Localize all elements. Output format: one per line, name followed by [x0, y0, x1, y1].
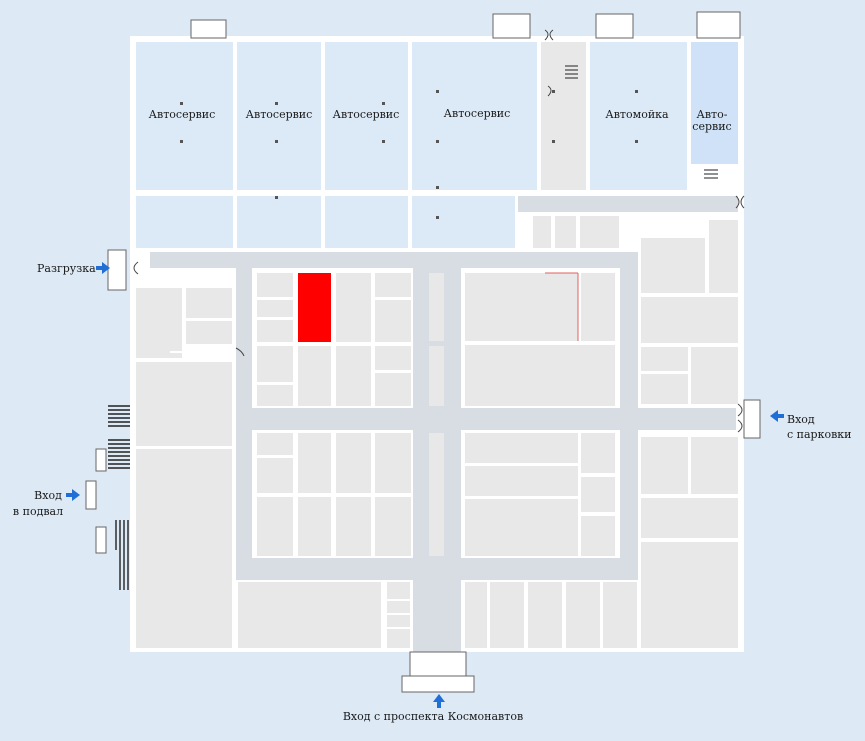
shop-b-9[interactable] [375, 497, 411, 556]
shop-d-6[interactable] [581, 516, 615, 556]
service-lower-1 [136, 196, 233, 248]
shop-a-6[interactable] [375, 273, 411, 297]
shop-highlighted[interactable] [298, 273, 331, 342]
garage-doors [190, 11, 741, 39]
shop-r-9[interactable] [641, 498, 738, 538]
shop-bottom-6[interactable] [566, 582, 600, 648]
shop-d-2[interactable] [581, 433, 615, 473]
shop-b-3[interactable] [298, 433, 331, 493]
label-parking-line2: с парковки [787, 428, 852, 441]
service-lower-2 [237, 196, 321, 248]
shop-n-1[interactable] [429, 273, 444, 341]
shop-b-1[interactable] [257, 433, 293, 455]
label-unloading: Разгрузка [37, 262, 96, 275]
shop-a-13[interactable] [375, 373, 411, 406]
shop-c-2[interactable] [581, 273, 615, 341]
shop-r-3[interactable] [641, 297, 738, 343]
carwash-area[interactable] [590, 42, 687, 190]
shop-r-1[interactable] [641, 238, 705, 293]
shop-d-5[interactable] [465, 499, 578, 556]
shop-n-3[interactable] [429, 433, 444, 556]
shop-a-5[interactable] [336, 273, 371, 342]
service-lower-4 [412, 196, 515, 248]
shop-a-12[interactable] [375, 346, 411, 370]
shop-left-4[interactable] [136, 362, 232, 446]
service-area-1[interactable] [136, 42, 233, 190]
label-service-5-line2: сервис [692, 120, 731, 133]
shop-b-8[interactable] [336, 497, 371, 556]
label-parking-line1: Вход [787, 413, 815, 426]
label-basement-line2: в подвал [13, 505, 63, 518]
service-area-2[interactable] [237, 42, 321, 190]
shop-r-4[interactable] [641, 347, 688, 371]
shop-a-1[interactable] [257, 273, 293, 297]
shop-r-8[interactable] [691, 437, 738, 494]
shop-c-1[interactable] [465, 273, 578, 341]
stair-block [541, 42, 586, 190]
shop-d-4[interactable] [581, 477, 615, 512]
service-area-5[interactable] [691, 42, 738, 164]
service-lower-3 [325, 196, 408, 248]
stairs-icon [108, 405, 130, 469]
shop-bottom-7[interactable] [603, 582, 637, 648]
shop-b-7[interactable] [298, 497, 331, 556]
label-service-1: Автосервис [149, 108, 216, 121]
shop-a-10[interactable] [298, 346, 331, 406]
shop-left-2[interactable] [186, 288, 232, 318]
room-small-1 [533, 216, 551, 248]
shop-d-3[interactable] [465, 466, 578, 496]
partition-lines [170, 351, 410, 629]
service-area-3[interactable] [325, 42, 408, 190]
shop-left-5[interactable] [136, 449, 232, 648]
shop-n-2[interactable] [429, 346, 444, 406]
shop-bottom-4[interactable] [490, 582, 524, 648]
shop-a-3[interactable] [257, 320, 293, 342]
shop-bottom-1[interactable] [238, 582, 381, 648]
label-service-4: Автосервис [444, 107, 511, 120]
entrance-frames [85, 249, 761, 693]
shop-a-9[interactable] [257, 385, 293, 406]
shop-c-3[interactable] [465, 345, 615, 406]
shop-bottom-5[interactable] [528, 582, 562, 648]
label-service-3: Автосервис [333, 108, 400, 121]
stairs-icon [115, 520, 129, 590]
shop-r-10[interactable] [641, 542, 738, 648]
label-carwash: Автомойка [605, 108, 669, 121]
shop-b-4[interactable] [336, 433, 371, 493]
shop-left-1[interactable] [136, 288, 182, 358]
label-service-2: Автосервис [246, 108, 313, 121]
service-area-4[interactable] [412, 42, 537, 190]
room-small-3 [580, 216, 619, 248]
label-main-entrance: Вход с проспекта Космонавтов [343, 710, 523, 723]
shop-r-2[interactable] [709, 220, 738, 293]
shop-b-2[interactable] [257, 458, 293, 493]
arrow-icon [66, 262, 784, 708]
shop-a-8[interactable] [257, 346, 293, 382]
shop-r-7[interactable] [641, 437, 688, 494]
pillars [180, 90, 638, 219]
shop-b-5[interactable] [375, 433, 411, 493]
label-service-5-line1: Авто- [697, 108, 728, 121]
shop-r-5[interactable] [641, 374, 688, 404]
shop-r-6[interactable] [691, 347, 738, 404]
shop-bottom-3[interactable] [465, 582, 487, 648]
room-small-2 [555, 216, 576, 248]
label-basement-line1: Вход [34, 489, 62, 502]
shop-d-1[interactable] [465, 433, 578, 463]
shop-a-7[interactable] [375, 300, 411, 342]
shop-left-3[interactable] [186, 321, 232, 344]
shop-a-2[interactable] [257, 300, 293, 317]
shop-b-6[interactable] [257, 497, 293, 556]
door-icon [117, 29, 745, 433]
stairs-icon [565, 65, 718, 179]
shop-a-11[interactable] [336, 346, 371, 406]
